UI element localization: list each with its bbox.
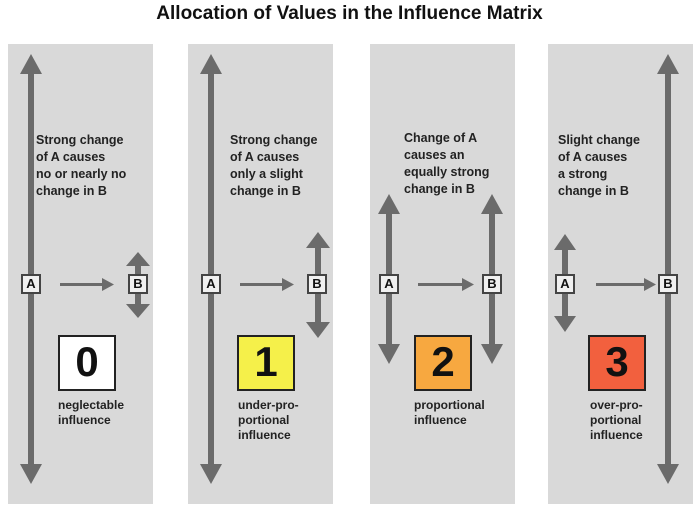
panel-over-proportional: Slight change of A causes a strong chang…	[548, 44, 693, 504]
description-text: Change of A causes an equally strong cha…	[404, 131, 490, 196]
a-arrow-head-down	[554, 316, 576, 332]
value-label: under-pro- portional influence	[238, 398, 299, 442]
a-arrow-head-down	[20, 464, 42, 484]
causal-arrow	[596, 283, 644, 286]
value-box-1: 1	[237, 335, 295, 391]
a-arrow-head-up	[20, 54, 42, 74]
a-change-arrow	[28, 66, 34, 472]
node-a: A	[379, 274, 399, 294]
panel-under-proportional: Strong change of A causes only a slight …	[188, 44, 333, 504]
page-title: Allocation of Values in the Influence Ma…	[156, 3, 543, 24]
a-arrow-head-down	[378, 344, 400, 364]
a-change-arrow	[208, 66, 214, 472]
causal-arrow	[418, 283, 462, 286]
a-arrow-head-up	[200, 54, 222, 74]
node-b: B	[658, 274, 678, 294]
value-label: neglectable influence	[58, 398, 125, 427]
node-a: A	[201, 274, 221, 294]
node-a: A	[21, 274, 41, 294]
panel-proportional: Change of A causes an equally strong cha…	[370, 44, 515, 504]
value-box-2: 2	[414, 335, 472, 391]
value-label: proportional influence	[414, 398, 485, 427]
node-a: A	[555, 274, 575, 294]
description-text: Strong change of A causes no or nearly n…	[36, 133, 127, 198]
description-text: Slight change of A causes a strong chang…	[558, 133, 640, 198]
node-b: B	[482, 274, 502, 294]
value-box-3: 3	[588, 335, 646, 391]
b-change-arrow	[665, 66, 671, 472]
value-label: over-pro- portional influence	[590, 398, 643, 442]
a-arrow-head-up	[378, 194, 400, 214]
a-arrow-head-up	[554, 234, 576, 250]
a-arrow-head-down	[200, 464, 222, 484]
node-b: B	[307, 274, 327, 294]
panel-neglectable: Strong change of A causes no or nearly n…	[8, 44, 153, 504]
causal-arrow	[240, 283, 282, 286]
value-box-0: 0	[58, 335, 116, 391]
node-b: B	[128, 274, 148, 294]
description-text: Strong change of A causes only a slight …	[230, 133, 318, 198]
causal-arrow	[60, 283, 102, 286]
